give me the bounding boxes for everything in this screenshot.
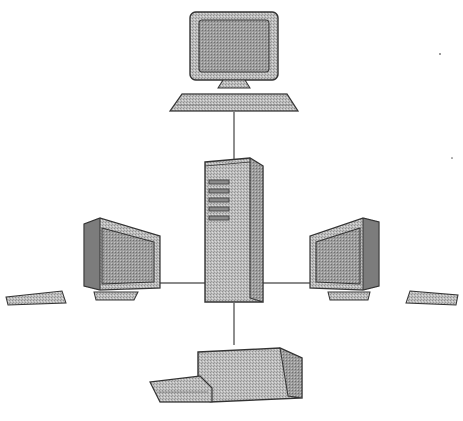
keyboard-icon: [5, 290, 67, 306]
right-workstation: [309, 217, 459, 306]
bottom-printer: [149, 347, 303, 403]
connection-links: [152, 112, 318, 345]
top-workstation: [168, 11, 300, 112]
monitor-icon: [189, 11, 279, 89]
left-workstation: [5, 217, 161, 306]
server-tower: [204, 157, 264, 303]
printer-icon: [149, 347, 303, 403]
server-icon: [204, 157, 264, 303]
keyboard-icon: [168, 93, 300, 112]
keyboard-icon: [405, 290, 459, 306]
monitor-icon: [309, 217, 380, 301]
monitor-icon: [83, 217, 161, 301]
scan-marks: [439, 53, 453, 159]
